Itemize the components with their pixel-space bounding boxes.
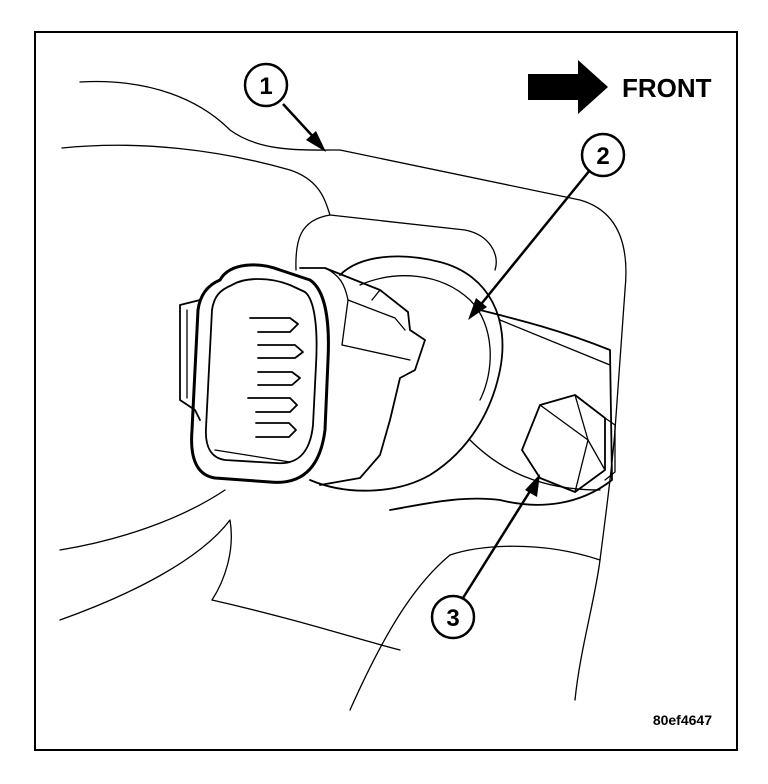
electrical-connector <box>179 263 426 486</box>
callout-1-number: 1 <box>259 73 272 100</box>
housing-outline <box>59 80 627 711</box>
callout-2: 2 <box>468 132 626 320</box>
right-arrow-icon <box>528 60 608 114</box>
figure-id: 80ef4647 <box>653 712 712 728</box>
callout-3-number: 3 <box>446 605 459 632</box>
callout-3: 3 <box>430 474 540 640</box>
figure-border <box>34 31 738 751</box>
callout-1: 1 <box>243 62 326 152</box>
callout-2-number: 2 <box>596 143 609 170</box>
mounting-bolt <box>521 394 616 493</box>
sensor-body <box>309 255 613 511</box>
front-label: FRONT <box>622 73 712 103</box>
front-indicator: FRONT <box>528 60 712 114</box>
